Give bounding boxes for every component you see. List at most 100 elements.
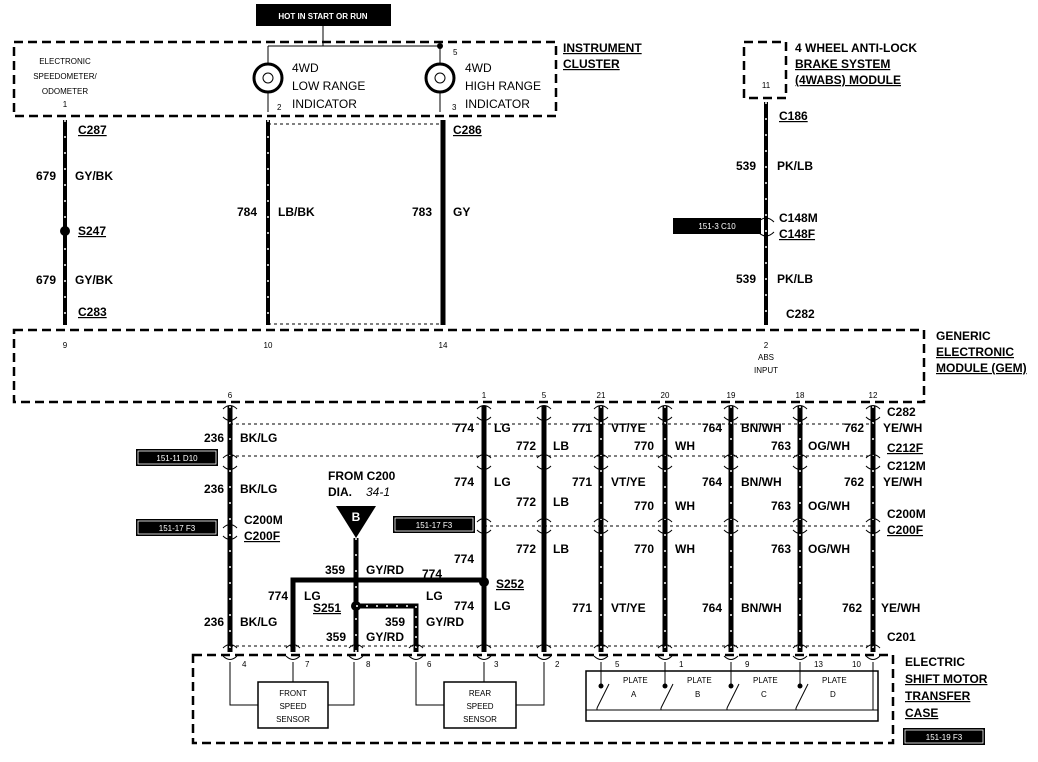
gem-bpin-12: 12: [869, 391, 878, 400]
plate-pin-B: 1: [679, 660, 684, 669]
r1-w764: 764: [702, 421, 722, 435]
wire-772-c200-bot: [536, 529, 552, 534]
conn-c200m-r: C200M: [887, 507, 926, 521]
r2-w763: 763: [771, 499, 791, 513]
from-c200-label-1: FROM C200: [328, 469, 396, 483]
wire-763-c201-top: [792, 644, 808, 649]
low-range-label-3: INDICATOR: [292, 97, 357, 111]
wire-772-c282-bot: [536, 416, 552, 421]
shift-motor-label-3: TRANSFER: [905, 689, 971, 703]
abs-label-3: (4WABS) MODULE: [795, 73, 901, 87]
plate-label-B: PLATE: [687, 676, 712, 685]
wire-236-c200-top: [222, 524, 238, 529]
wire-764-c200-bot: [723, 529, 739, 534]
r2-c770: WH: [675, 499, 695, 513]
plate-pin-D: 13: [814, 660, 823, 669]
wire-679-num-b: 679: [36, 273, 56, 287]
wire-774-c282-bot: [476, 416, 492, 421]
wire-783-color: GY: [453, 205, 470, 219]
r4-w774l: 774: [268, 589, 288, 603]
gem-bpin-6: 6: [228, 391, 233, 400]
conn-c212f: C212F: [887, 441, 923, 455]
mid-c359b: GY/RD: [426, 615, 464, 629]
wire-539-num-a: 539: [736, 159, 756, 173]
wire-772-c212-bot: [536, 465, 552, 470]
wire-679-color-b: GY/BK: [75, 273, 113, 287]
b-connector-icon: [336, 506, 376, 538]
plate-id-B: B: [695, 690, 700, 699]
r1-c772: LB: [553, 439, 569, 453]
conn-c212m: C212M: [887, 459, 926, 473]
r1-w762: 762: [844, 421, 864, 435]
wire-762-c200-top: [865, 518, 881, 523]
wire-762-c212-bot: [865, 465, 881, 470]
plate-contact-B: [662, 683, 668, 689]
abs-label-1: 4 WHEEL ANTI-LOCK: [795, 41, 917, 55]
plate-id-D: D: [830, 690, 836, 699]
r4-c774r: LG: [494, 599, 511, 613]
gem-label-3: MODULE (GEM): [936, 361, 1027, 375]
wire-359b-c201-top: [408, 644, 424, 649]
wire-359-branch: [356, 603, 419, 652]
wire-770-c200-top: [657, 518, 673, 523]
high-range-bulb-icon: [424, 62, 456, 94]
plate-label-C: PLATE: [753, 676, 778, 685]
wire-763-c200-bot: [792, 529, 808, 534]
wire-359b-c201-bot: [408, 655, 424, 660]
r2-c774: LG: [494, 475, 511, 489]
gem-pin-9: 9: [63, 341, 68, 350]
wire-539-num-b: 539: [736, 272, 756, 286]
r2-c763: OG/WH: [808, 499, 850, 513]
wire-772-c201-bot: [536, 655, 552, 660]
rear-sensor-lead-6: [415, 662, 444, 706]
conn-c282-top: C282: [786, 307, 815, 321]
r2-c771: VT/YE: [611, 475, 646, 489]
r4-w764: 764: [702, 601, 722, 615]
shift-motor-label-4: CASE: [905, 706, 938, 720]
plate-label-A: PLATE: [623, 676, 648, 685]
wire-764-c201-top: [723, 644, 739, 649]
speedo-label-3: ODOMETER: [42, 87, 88, 96]
mid-w359a: 359: [325, 563, 345, 577]
wire-763-c282-bot: [792, 416, 808, 421]
mid-w359b: 359: [385, 615, 405, 629]
wire-770-c282-bot: [657, 416, 673, 421]
wire-774-c201-bot: [476, 655, 492, 660]
splice-s252: [479, 577, 489, 587]
wire-771-c282-top: [593, 405, 609, 410]
r3-w763: 763: [771, 542, 791, 556]
high-range-label-1: 4WD: [465, 61, 492, 75]
r1-w770: 770: [634, 439, 654, 453]
case-pin-8: 8: [366, 660, 371, 669]
wire-679-color-a: GY/BK: [75, 169, 113, 183]
wire-763-c201-bot: [792, 655, 808, 660]
gem-pin-14: 14: [439, 341, 448, 350]
high-range-label-2: HIGH RANGE: [465, 79, 541, 93]
r4-w771: 771: [572, 601, 592, 615]
ref-151-19: 151-19 F3: [926, 733, 963, 742]
plate-arm-D: [795, 683, 809, 709]
rear-sensor-label-1: REAR: [469, 689, 491, 698]
wire-236-c201-top: [222, 644, 238, 649]
gem-bpin-21: 21: [597, 391, 606, 400]
wire-774-branch: [290, 577, 484, 652]
gem-bpin-18: 18: [796, 391, 805, 400]
wire-236-c282-bot: [222, 416, 238, 421]
abs-input-label-2: INPUT: [754, 366, 778, 375]
plate-contact-D: [797, 683, 803, 689]
gem-bpin-5: 5: [542, 391, 547, 400]
wire-774-c201-top: [476, 644, 492, 649]
ref-151-17-mid-inner: [394, 517, 474, 532]
conn-c148m: C148M: [779, 211, 818, 225]
ref-151-19-inner: [904, 729, 984, 744]
cluster-pin-3: 3: [452, 103, 457, 112]
gem-pin-10: 10: [264, 341, 273, 350]
r4-w236: 236: [204, 615, 224, 629]
plate-id-C: C: [761, 690, 767, 699]
rear-sensor-lead-2: [516, 662, 545, 706]
r3-c772: LB: [553, 542, 569, 556]
wire-236-c282-top: [222, 405, 238, 410]
plate-arm-A: [596, 683, 610, 709]
r2-w772: 772: [516, 495, 536, 509]
front-sensor-label-1: FRONT: [279, 689, 307, 698]
